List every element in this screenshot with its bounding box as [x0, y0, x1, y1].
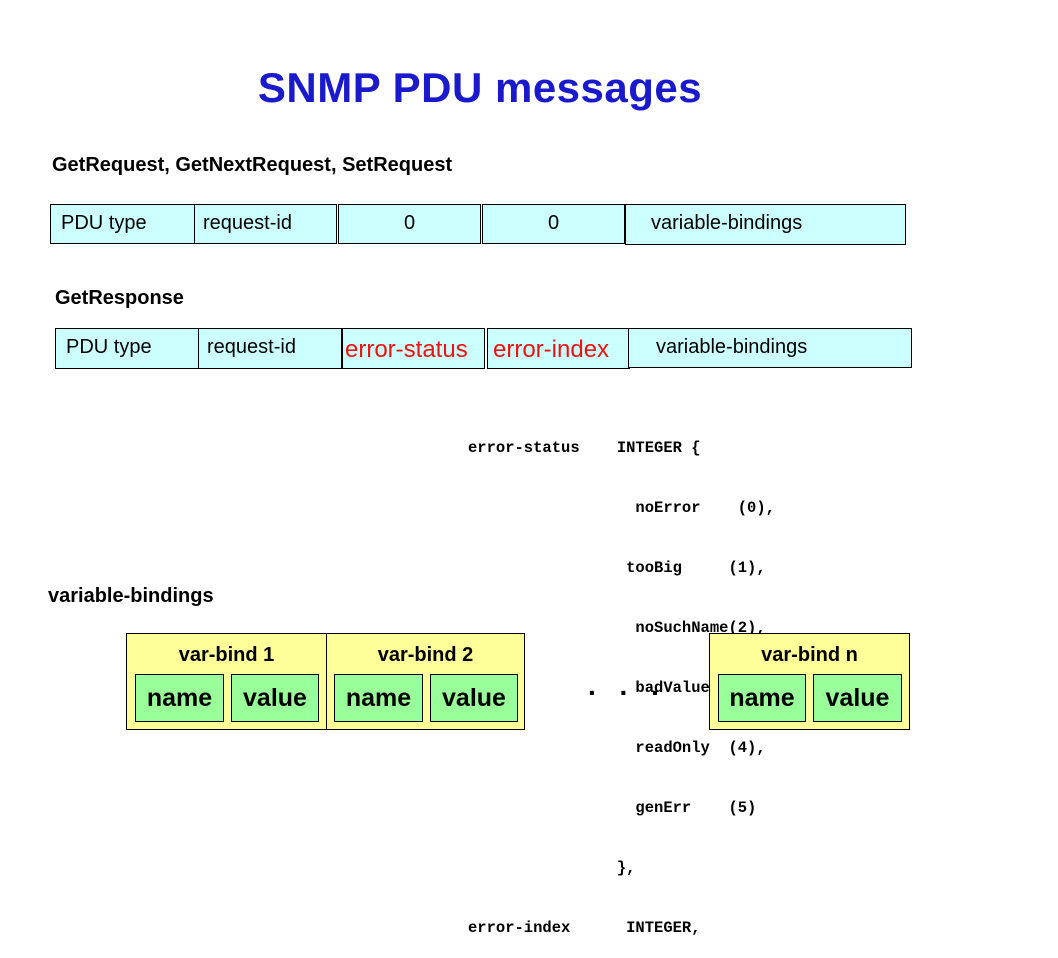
request-section-label: GetRequest, GetNextRequest, SetRequest — [52, 154, 453, 176]
request-zero-field-1: 0 — [338, 204, 481, 244]
var-bind-name-cell: name — [718, 674, 806, 722]
definition-line: readOnly (4), — [468, 739, 766, 757]
var-bind-value-cell: value — [430, 674, 518, 722]
var-bind-box: var-bind n name value — [709, 633, 910, 730]
page-title: SNMP PDU messages — [257, 64, 703, 111]
definition-line: }, — [468, 859, 636, 877]
var-bind-label: var-bind 2 — [377, 644, 474, 666]
definition-line: error-index INTEGER, — [468, 919, 701, 937]
definition-line: noSuchName(2), — [468, 619, 766, 637]
var-bind-value-cell: value — [231, 674, 319, 722]
response-error-status-field: error-status — [342, 328, 485, 369]
varbind-section-label: variable-bindings — [48, 585, 214, 607]
ellipsis: . . . — [588, 670, 667, 701]
request-request-id-field: request-id — [194, 204, 337, 244]
var-bind-box: var-bind 1 name value — [126, 633, 327, 730]
definition-line: genErr (5) — [468, 799, 757, 817]
definition-line: noError (0), — [468, 499, 775, 517]
request-variable-bindings-field: variable-bindings — [625, 204, 906, 245]
response-pdu-type-field: PDU type — [55, 328, 200, 369]
var-bind-label: var-bind 1 — [178, 644, 275, 666]
response-request-id-field: request-id — [198, 328, 342, 369]
var-bind-label: var-bind n — [761, 644, 858, 666]
request-zero-field-2: 0 — [482, 204, 625, 244]
var-bind-box: var-bind 2 name value — [326, 633, 525, 730]
var-bind-name-cell: name — [334, 674, 423, 722]
definition-line: error-status INTEGER { — [468, 439, 701, 457]
request-pdu-type-field: PDU type — [50, 204, 195, 244]
definition-line: tooBig (1), — [468, 559, 766, 577]
var-bind-name-cell: name — [135, 674, 224, 722]
response-variable-bindings-field: variable-bindings — [628, 328, 912, 368]
response-section-label: GetResponse — [55, 287, 184, 309]
var-bind-value-cell: value — [813, 674, 902, 722]
response-error-index-field: error-index — [487, 328, 630, 369]
